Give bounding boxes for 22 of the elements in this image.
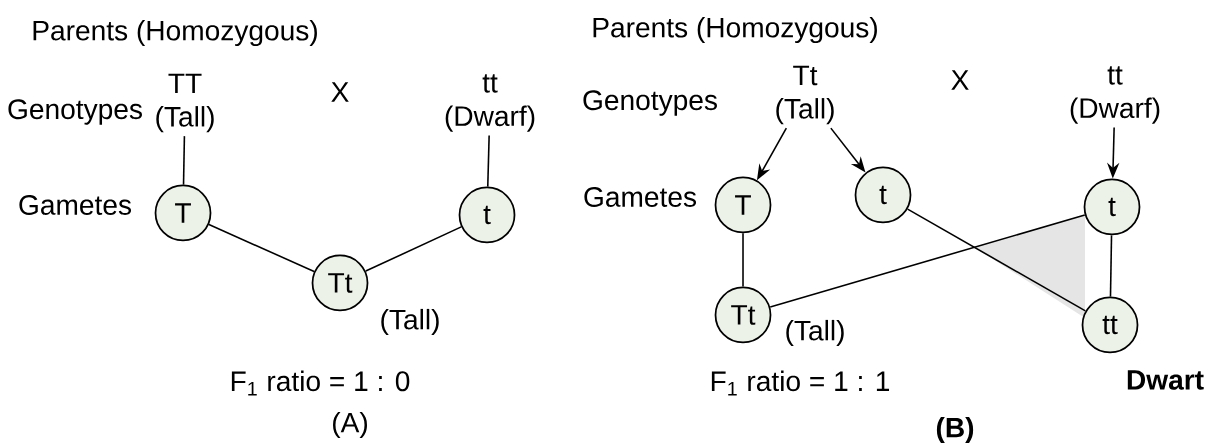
genotype-label: tt (Dwarf) <box>1070 66 1160 124</box>
phenotype-label: (Tall) <box>786 319 844 347</box>
connector-line <box>769 214 1086 308</box>
text-label: X <box>331 82 349 102</box>
connector-line <box>182 135 186 186</box>
connector-line <box>906 208 1087 312</box>
text-label: X <box>951 70 969 90</box>
connector-line <box>1109 234 1113 298</box>
genotype-label: tt (Dwarf) <box>445 74 535 132</box>
connector-line <box>486 134 490 188</box>
phenotype-label: (Tall) <box>381 308 439 336</box>
text-label: Parents (Homozygous) <box>593 16 877 44</box>
connector-line <box>742 232 744 288</box>
text-label: (A) <box>333 411 367 439</box>
text-label: Genotypes <box>583 90 717 116</box>
phenotype-label: Dwart <box>1127 370 1204 390</box>
connector-line <box>364 226 463 272</box>
text-label: (B) <box>936 416 974 444</box>
text-label: Parents (Homozygous) <box>33 19 317 47</box>
connector-line <box>208 223 315 273</box>
genotype-label: TT (Tall) <box>156 73 214 133</box>
genotype-label: Tt (Tall) <box>776 65 834 125</box>
